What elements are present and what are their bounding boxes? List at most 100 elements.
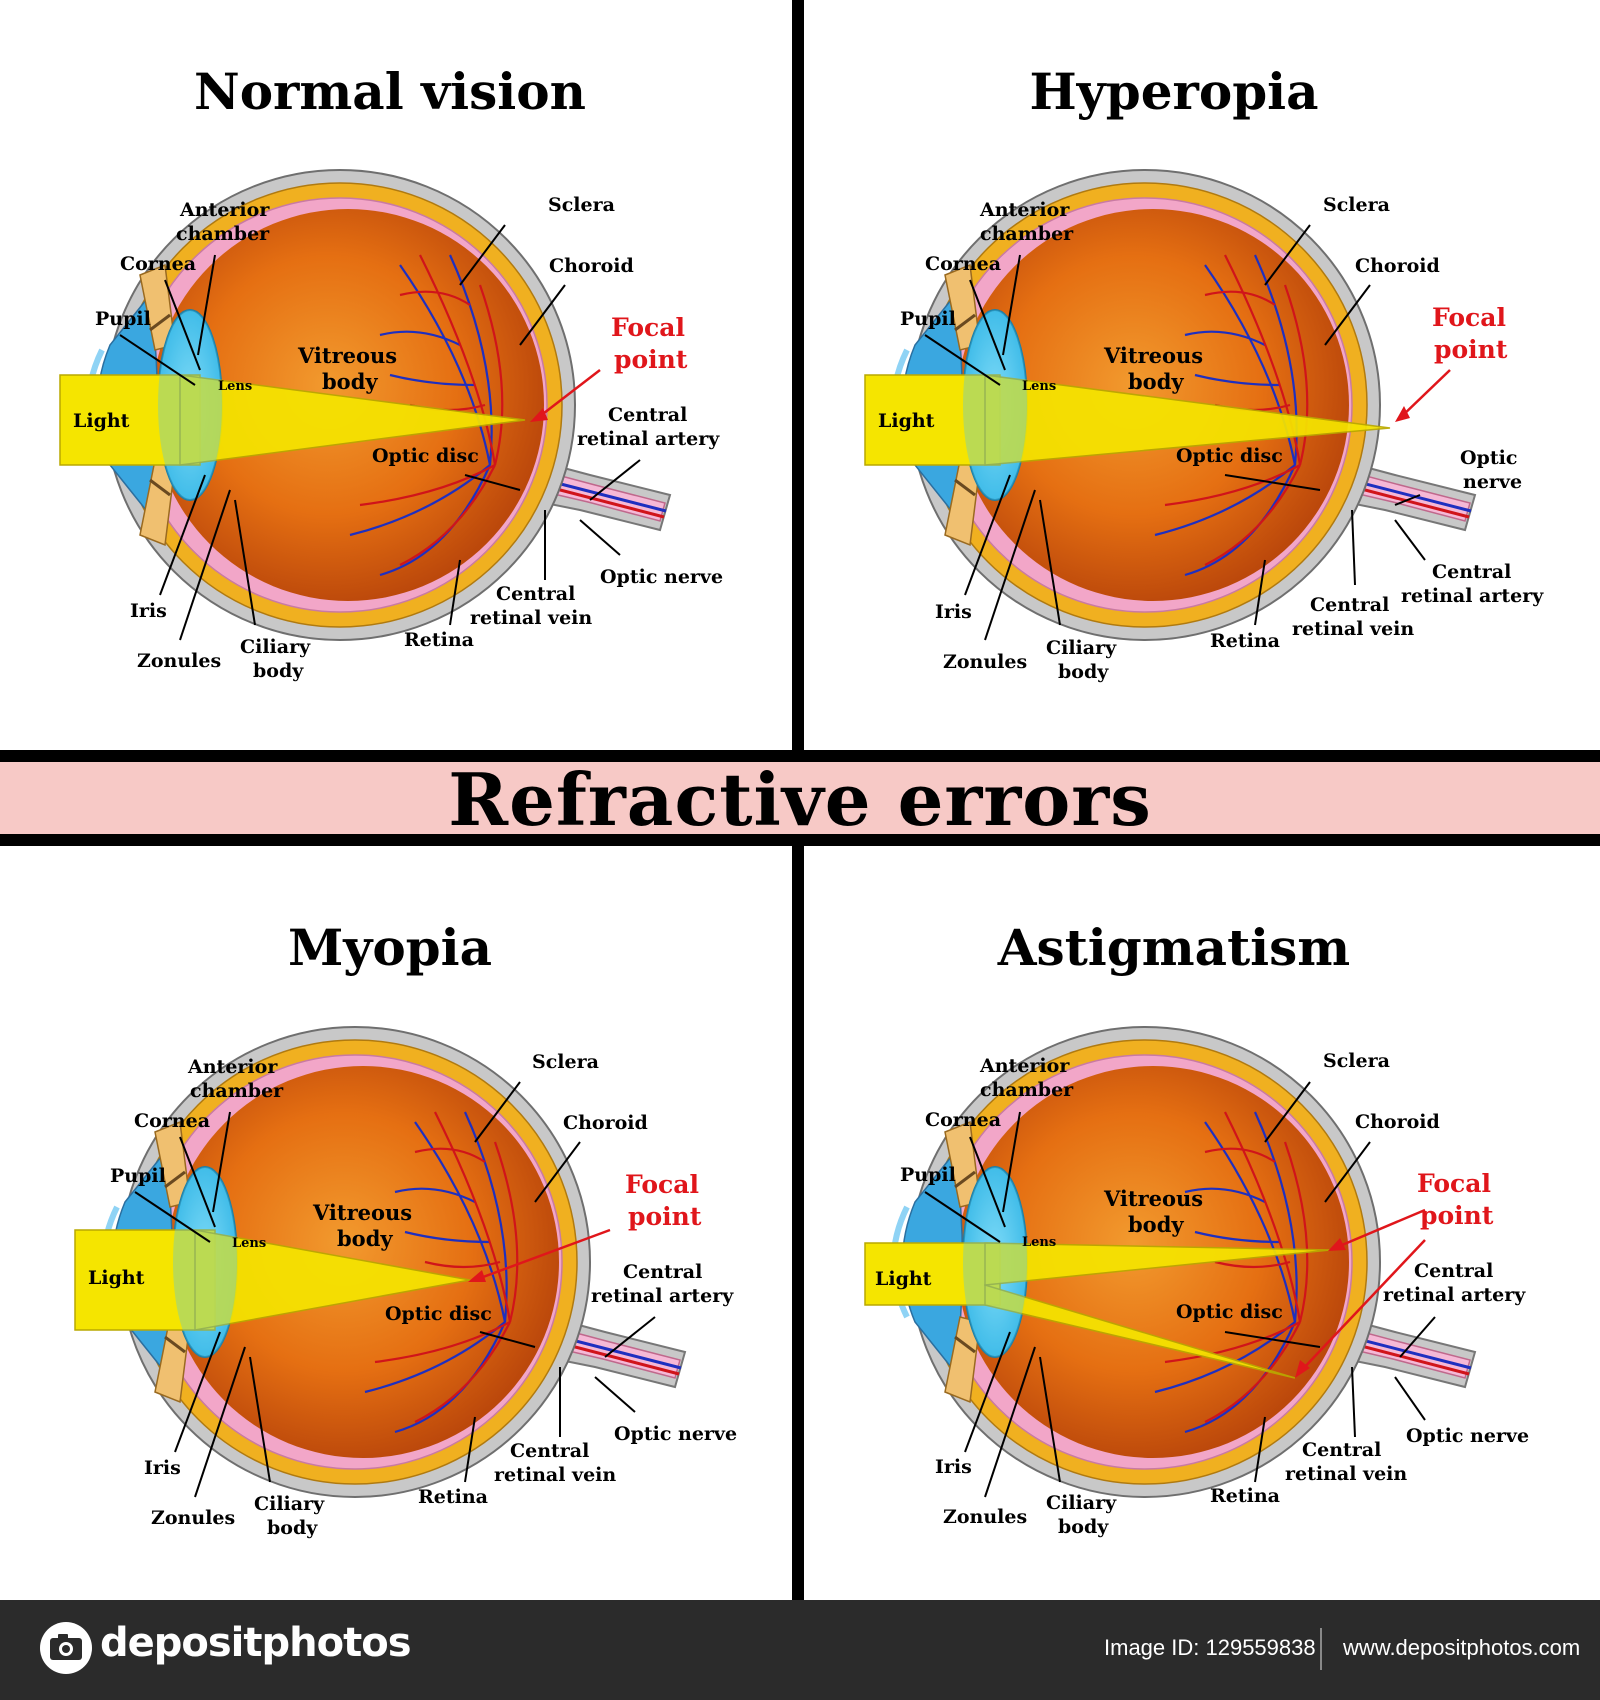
label-cra-2: retinal artery [1383,1284,1526,1306]
label-zonules: Zonules [137,650,221,672]
label-vitreous-2: body [1128,369,1184,394]
label-optic-nerve: Optic nerve [1406,1425,1529,1447]
panel-title-astigmatism: Astigmatism [997,918,1351,977]
title-banner: Refractive errors [0,750,1600,846]
label-vitreous-1: Vitreous [297,343,397,368]
label-crv-2: retinal vein [494,1464,616,1486]
label-optic-disc: Optic disc [385,1303,492,1325]
label-anterior-1: Anterior [179,199,270,221]
panel-astigmatism [864,1027,1475,1497]
label-crv-2: retinal vein [1292,618,1414,640]
label-sclera: Sclera [1323,194,1390,216]
label-zonules: Zonules [151,1507,235,1529]
label-cornea: Cornea [134,1110,210,1132]
footer-separator [1320,1628,1322,1670]
label-optic-nerve: Optic nerve [600,566,723,588]
label-vitreous-1: Vitreous [1103,1186,1203,1211]
label-vitreous-2: body [1128,1212,1184,1237]
label-optic-disc: Optic disc [1176,445,1283,467]
label-anterior-2: chamber [980,223,1074,245]
label-choroid: Choroid [1355,1111,1440,1133]
label-iris: Iris [144,1457,181,1479]
panel-title-myopia: Myopia [287,918,493,977]
label-focal-1: Focal [625,1170,699,1199]
label-focal-2: point [1434,335,1508,364]
label-ciliary-2: body [1058,661,1109,683]
label-anterior-1: Anterior [979,199,1070,221]
label-anterior-1: Anterior [979,1055,1070,1077]
label-lens: Lens [218,379,252,394]
label-lens: Lens [232,1236,266,1251]
footer-url[interactable]: www.depositphotos.com [1343,1635,1581,1660]
label-sclera: Sclera [1323,1050,1390,1072]
label-cra-2: retinal artery [591,1285,734,1307]
label-focal-2: point [614,345,688,374]
label-anterior-1: Anterior [187,1056,278,1078]
labels-normal: Anterior chamber Cornea Pupil Lens Light… [73,194,723,682]
panel-hyperopia [864,170,1475,640]
label-crv-1: Central [1302,1439,1381,1461]
label-cra-1: Central [1432,561,1511,583]
label-ciliary-2: body [267,1517,318,1539]
label-cra-2: retinal artery [1401,585,1544,607]
label-light: Light [88,1267,145,1289]
label-ciliary-1: Ciliary [1046,637,1117,659]
footer-brand[interactable]: depositphotos [100,1620,412,1666]
label-light: Light [875,1268,932,1290]
label-vitreous-1: Vitreous [312,1200,412,1225]
label-lens: Lens [1022,1235,1056,1250]
label-focal-1: Focal [1417,1169,1491,1198]
label-optic-disc: Optic disc [1176,1301,1283,1323]
footer-bar: depositphotos Image ID: 129559838 www.de… [0,1600,1600,1700]
label-focal-1: Focal [611,313,685,342]
footer-image-id: Image ID: 129559838 [1104,1635,1316,1660]
label-anterior-2: chamber [980,1079,1074,1101]
label-ciliary-2: body [1058,1516,1109,1538]
labels-myopia: Anterior chamber Cornea Pupil Lens Light… [88,1051,737,1539]
vertical-divider-top [792,0,804,750]
label-ciliary-1: Ciliary [1046,1492,1117,1514]
eye-diagrams: Anterior chamber Cornea Pupil Lens Light… [59,0,1544,1539]
panel-title-normal: Normal vision [194,62,586,121]
label-pupil: Pupil [900,1164,956,1186]
label-vitreous-1: Vitreous [1103,343,1203,368]
label-vitreous-2: body [322,369,378,394]
label-crv-1: Central [496,583,575,605]
label-zonules: Zonules [943,1506,1027,1528]
label-cornea: Cornea [120,253,196,275]
labels-astigmatism: Anterior chamber Cornea Pupil Lens Light… [875,1050,1529,1538]
label-sclera: Sclera [548,194,615,216]
label-optic-nerve-2: nerve [1463,471,1522,493]
label-zonules: Zonules [943,651,1027,673]
label-choroid: Choroid [563,1112,648,1134]
label-retina: Retina [1210,630,1280,652]
label-cornea: Cornea [925,1109,1001,1131]
camera-logo-icon [40,1622,92,1674]
label-focal-2: point [628,1202,702,1231]
label-ciliary-1: Ciliary [254,1493,325,1515]
label-cra-2: retinal artery [577,428,720,450]
label-sclera: Sclera [532,1051,599,1073]
label-focal-2: point [1420,1201,1494,1230]
labels-hyperopia: Anterior chamber Cornea Pupil Lens Light… [878,194,1544,683]
label-light: Light [73,410,130,432]
label-anterior-2: chamber [176,223,270,245]
diagram-canvas: Anterior chamber Cornea Pupil Lens Light… [59,0,1544,1539]
label-cornea: Cornea [925,253,1001,275]
label-lens: Lens [1022,379,1056,394]
label-iris: Iris [935,1456,972,1478]
label-optic-disc: Optic disc [372,445,479,467]
label-optic-nerve-1: Optic [1460,447,1517,469]
label-vitreous-2: body [337,1226,393,1251]
panel-title-hyperopia: Hyperopia [1029,62,1319,121]
label-pupil: Pupil [900,308,956,330]
panel-myopia [74,1027,685,1497]
label-cra-1: Central [608,404,687,426]
label-choroid: Choroid [1355,255,1440,277]
label-crv-1: Central [510,1440,589,1462]
label-retina: Retina [404,629,474,651]
label-crv-2: retinal vein [1285,1463,1407,1485]
label-optic-nerve: Optic nerve [614,1423,737,1445]
label-crv-1: Central [1310,594,1389,616]
label-pupil: Pupil [95,308,151,330]
